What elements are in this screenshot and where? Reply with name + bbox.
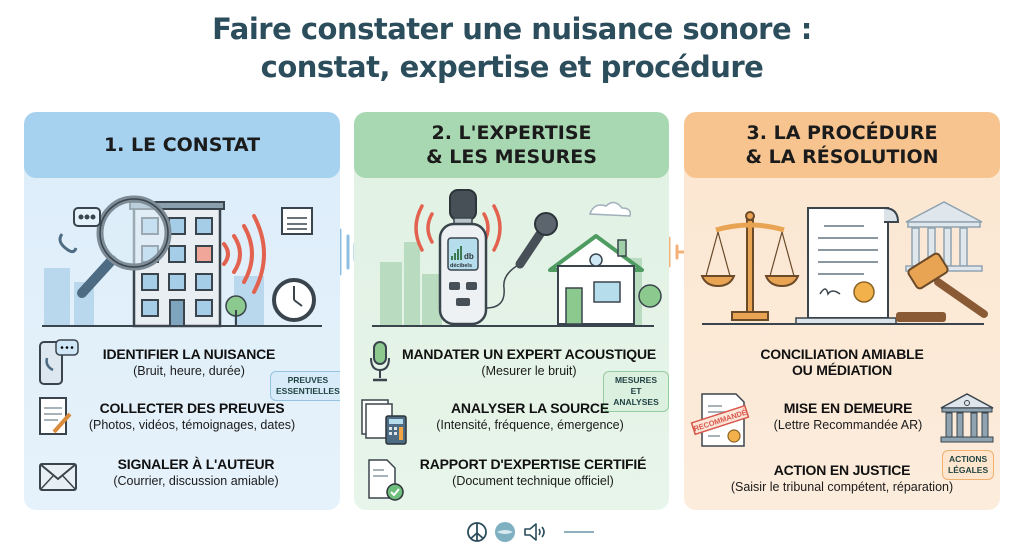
speaker-icon	[524, 523, 545, 541]
phone-chat-icon	[58, 207, 101, 254]
panel-header: 1. LE CONSTAT	[24, 112, 340, 178]
meter-label: décibels	[450, 263, 472, 269]
house-icon	[548, 234, 662, 325]
step-mise-en-demeure: MISE EN DEMEURE (Lettre Recommandée AR)	[773, 400, 923, 432]
step-analyser-source: ANALYSER LA SOURCE (Intensité, fréquence…	[436, 400, 624, 432]
step-signaler-auteur: SIGNALER À L'AUTEUR (Courrier, discussio…	[113, 456, 279, 488]
scroll-document-icon	[795, 207, 900, 325]
sound-waves-icon	[222, 214, 266, 294]
courthouse-icon	[940, 393, 994, 443]
panel-header: 3. LA PROCÉDURE & LA RÉSOLUTION	[684, 112, 1000, 178]
gavel-icon	[896, 252, 988, 322]
title-line-1: Faire constater une nuisance sonore :	[212, 12, 812, 46]
page-title: Faire constater une nuisance sonore : co…	[0, 10, 1024, 86]
cloud-icon	[588, 201, 632, 217]
globe-icon	[495, 522, 515, 542]
step-mandater-expert: MANDATER UN EXPERT ACOUSTIQUE (Mesurer l…	[402, 346, 656, 378]
title-line-2: constat, expertise et procédure	[260, 50, 764, 84]
tree-icon	[225, 295, 247, 326]
footer-divider	[564, 531, 594, 533]
panel-header-title: 1. LE CONSTAT	[103, 134, 261, 156]
registered-letter-icon: RECOMMANDÉ	[690, 393, 750, 447]
step-collecter-preuves: COLLECTER DES PREUVES (Photos, vidéos, t…	[88, 400, 296, 432]
expertise-illustration: db décibels	[354, 178, 669, 328]
footer-icons	[466, 521, 594, 543]
scales-of-justice-icon	[700, 211, 800, 321]
panel-constat: 1. LE CONSTAT	[24, 112, 340, 510]
phone-chat-icon	[39, 339, 79, 385]
microphone-icon	[370, 341, 390, 382]
step-conciliation: CONCILIATION AMIABLE OU MÉDIATION	[760, 346, 924, 378]
panel-header-subtitle: & LA RÉSOLUTION	[745, 146, 939, 168]
panel-expertise: 2. L'EXPERTISE & LES MESURES db décibels	[354, 112, 669, 510]
microphone-icon	[485, 212, 558, 309]
procedure-illustration	[684, 178, 1000, 328]
step-rapport-expertise: RAPPORT D'EXPERTISE CERTIFIÉ (Document t…	[419, 456, 647, 488]
calculator-documents-icon	[361, 399, 407, 445]
step-identifier-nuisance: IDENTIFIER LA NUISANCE (Bruit, heure, du…	[102, 346, 276, 378]
courthouse-icon	[905, 201, 983, 272]
panel-header-title: 3. LA PROCÉDURE	[746, 122, 938, 144]
envelope-icon	[39, 463, 77, 491]
constat-illustration	[24, 178, 340, 328]
step-action-justice: ACTION EN JUSTICE (Saisir le tribunal co…	[730, 462, 954, 494]
meter-unit: db	[464, 252, 474, 261]
panel-header-title: 2. L'EXPERTISE	[431, 122, 592, 144]
panel-header-subtitle: & LES MESURES	[426, 146, 597, 168]
peace-icon	[467, 522, 487, 542]
magnifying-glass-icon	[77, 195, 172, 298]
panel-procedure: 3. LA PROCÉDURE & LA RÉSOLUTION	[684, 112, 1000, 510]
panel-header: 2. L'EXPERTISE & LES MESURES	[354, 112, 669, 178]
sound-level-meter-icon: db décibels	[438, 189, 488, 326]
certified-document-icon	[368, 459, 404, 501]
clock-icon	[272, 278, 316, 322]
notepad-icon	[281, 207, 313, 235]
notepad-pencil-icon	[39, 397, 72, 435]
